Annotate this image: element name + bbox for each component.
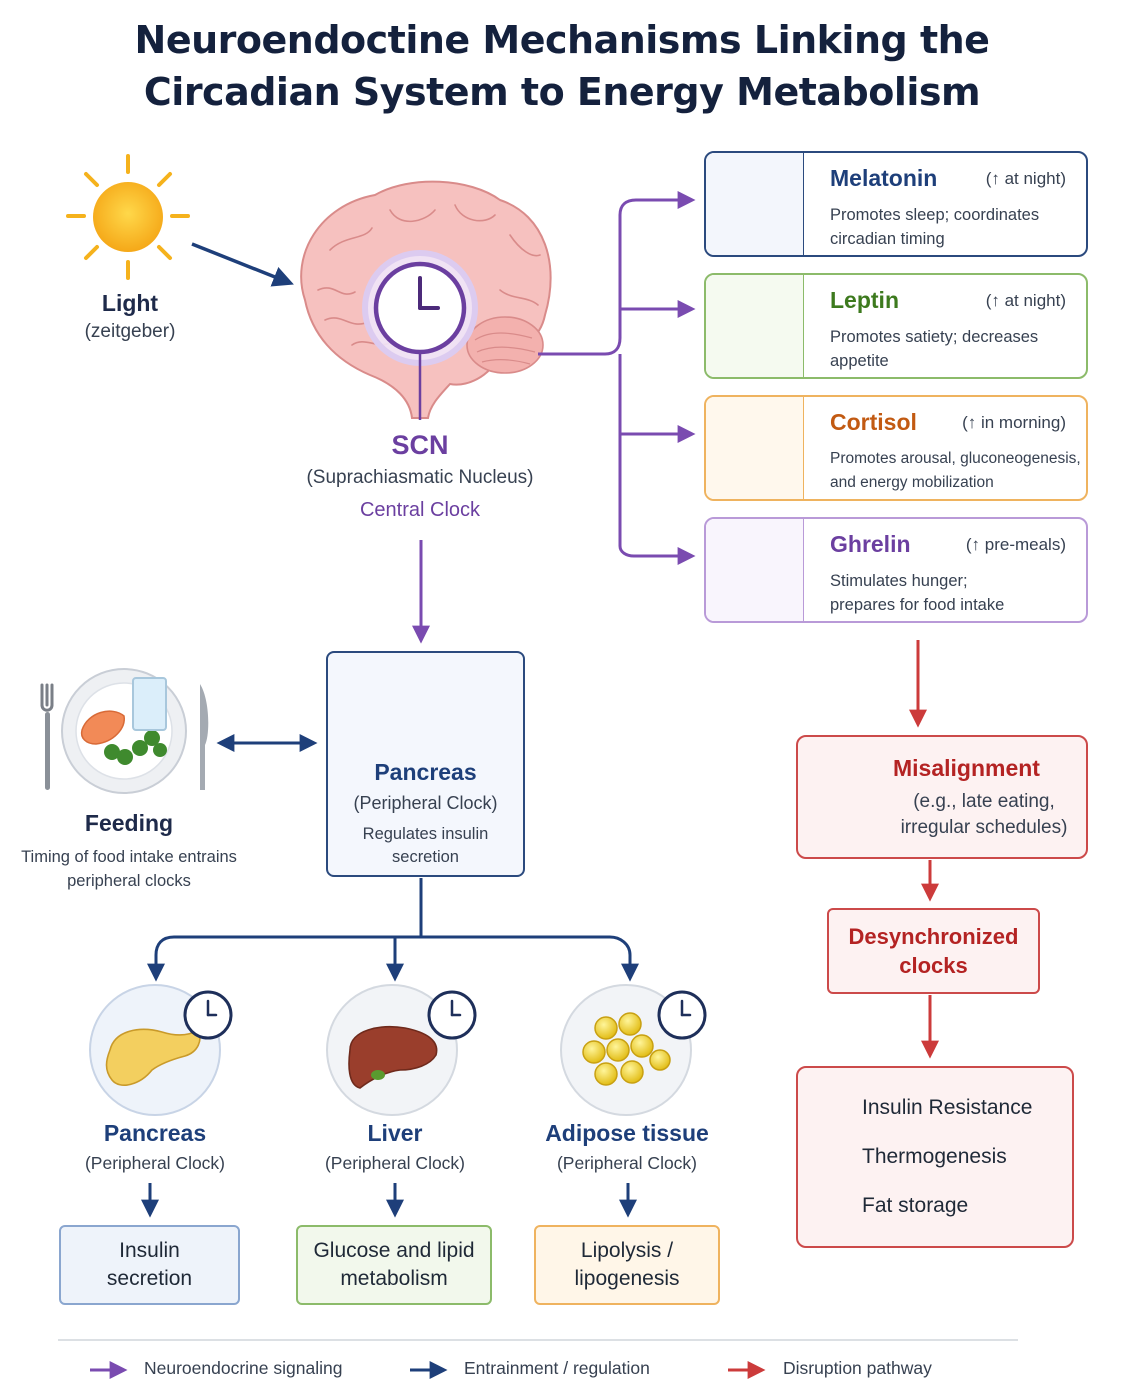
hormone-icon-box	[706, 275, 804, 377]
diagram-title: Neuroendoctine Mechanisms Linking the Ci…	[0, 14, 1124, 118]
scn-full-name: (Suprachiasmatic Nucleus)	[306, 467, 534, 488]
light-to-scn-arrow	[191, 242, 294, 287]
output-lipolysis-lipogenesis: Lipolysis / lipogenesis	[534, 1225, 720, 1305]
light-label: Light (zeitgeber)	[30, 290, 230, 343]
meal-plate-icon	[40, 668, 209, 794]
organ-pancreas	[89, 984, 233, 1116]
organ-subtitle: (Peripheral Clock)	[556, 1153, 698, 1173]
hormone-icon-box	[706, 397, 804, 499]
organ-adipose	[560, 984, 707, 1116]
organ-label-adipose: Adipose tissue (Peripheral Clock)	[517, 1120, 737, 1174]
desynchronized-clocks-box: Desynchronized clocks	[827, 908, 1040, 994]
hormone-name: Leptin	[830, 287, 899, 313]
effect-thermogenesis: Thermogenesis	[862, 1145, 1007, 1168]
hormone-icon-box	[706, 153, 804, 255]
misalignment-description: (e.g., late eating, irregular schedules)	[900, 791, 1068, 838]
hormone-description: Promotes sleep; coordinates circadian ti…	[830, 206, 1040, 248]
hormone-timing: (↑ at night)	[985, 291, 1066, 310]
scn-role: Central Clock	[359, 499, 481, 521]
organ-liver	[326, 984, 477, 1116]
hormone-name: Cortisol	[830, 409, 917, 435]
legend-entrainment: Entrainment / regulation	[464, 1358, 650, 1378]
organ-label-liver: Liver (Peripheral Clock)	[285, 1120, 505, 1174]
feeding-title: Feeding	[84, 810, 174, 836]
effect-insulin-resistance: Insulin Resistance	[862, 1096, 1033, 1119]
central-pancreas-description: Regulates insulin secretion	[362, 825, 489, 866]
feeding-description: Timing of food intake entrains periphera…	[21, 848, 237, 890]
hormone-icon-box	[706, 519, 804, 621]
hormone-description: Promotes arousal, gluconeogenesis, and e…	[830, 450, 1081, 491]
light-subtitle: (zeitgeber)	[84, 321, 176, 342]
organ-subtitle: (Peripheral Clock)	[324, 1153, 466, 1173]
output-glucose-lipid-metabolism: Glucose and lipid metabolism	[296, 1225, 492, 1305]
light-title: Light	[101, 290, 159, 316]
organ-label-pancreas: Pancreas (Peripheral Clock)	[45, 1120, 265, 1174]
neuroendocrine-arrows	[412, 191, 696, 644]
hormone-card-melatonin: Melatonin (↑ at night) Promotes sleep; c…	[704, 151, 1088, 257]
entrainment-arrows	[141, 878, 639, 1218]
feeding-label: Feeding Timing of food intake entrains p…	[14, 810, 244, 893]
hormone-timing: (↑ pre-meals)	[965, 535, 1066, 554]
misalignment-title: Misalignment	[893, 755, 1040, 781]
sun-icon	[66, 154, 190, 280]
title-line-1: Neuroendoctine Mechanisms Linking the	[134, 18, 990, 62]
hormone-name: Melatonin	[830, 165, 938, 191]
scn-title: SCN	[391, 430, 449, 460]
organ-name: Liver	[367, 1120, 423, 1146]
organ-name: Pancreas	[103, 1120, 207, 1146]
hormone-card-cortisol: Cortisol (↑ in morning) Promotes arousal…	[704, 395, 1088, 501]
output-insulin-secretion: Insulin secretion	[59, 1225, 240, 1305]
legend-disruption: Disruption pathway	[783, 1358, 932, 1378]
central-pancreas-subtitle: (Peripheral Clock)	[353, 793, 498, 813]
hormone-description: Stimulates hunger; prepares for food int…	[830, 572, 1005, 614]
organ-name: Adipose tissue	[545, 1120, 709, 1146]
legend-neuroendocrine: Neuroendocrine signaling	[144, 1358, 343, 1378]
scn-label: SCN (Suprachiasmatic Nucleus) Central Cl…	[270, 430, 570, 522]
hormone-description: Promotes satiety; decreases appetite	[830, 328, 1039, 370]
brain-icon	[300, 180, 552, 420]
central-pancreas-box: Pancreas (Peripheral Clock) Regulates in…	[326, 651, 525, 877]
central-pancreas-name: Pancreas	[374, 759, 477, 785]
hormone-card-leptin: Leptin (↑ at night) Promotes satiety; de…	[704, 273, 1088, 379]
title-line-2: Circadian System to Energy Metabolism	[143, 70, 981, 114]
organ-subtitle: (Peripheral Clock)	[84, 1153, 226, 1173]
misalignment-box: Misalignment (e.g., late eating, irregul…	[796, 735, 1088, 859]
hormone-card-ghrelin: Ghrelin (↑ pre-meals) Stimulates hunger;…	[704, 517, 1088, 623]
metabolic-effects-box: Insulin Resistance Thermogenesis Fat sto…	[796, 1066, 1074, 1248]
effect-fat-storage: Fat storage	[862, 1194, 969, 1217]
hormone-timing: (↑ in morning)	[962, 413, 1066, 432]
hormone-timing: (↑ at night)	[985, 169, 1066, 188]
hormone-name: Ghrelin	[830, 531, 911, 557]
disruption-arrows	[909, 640, 939, 1059]
